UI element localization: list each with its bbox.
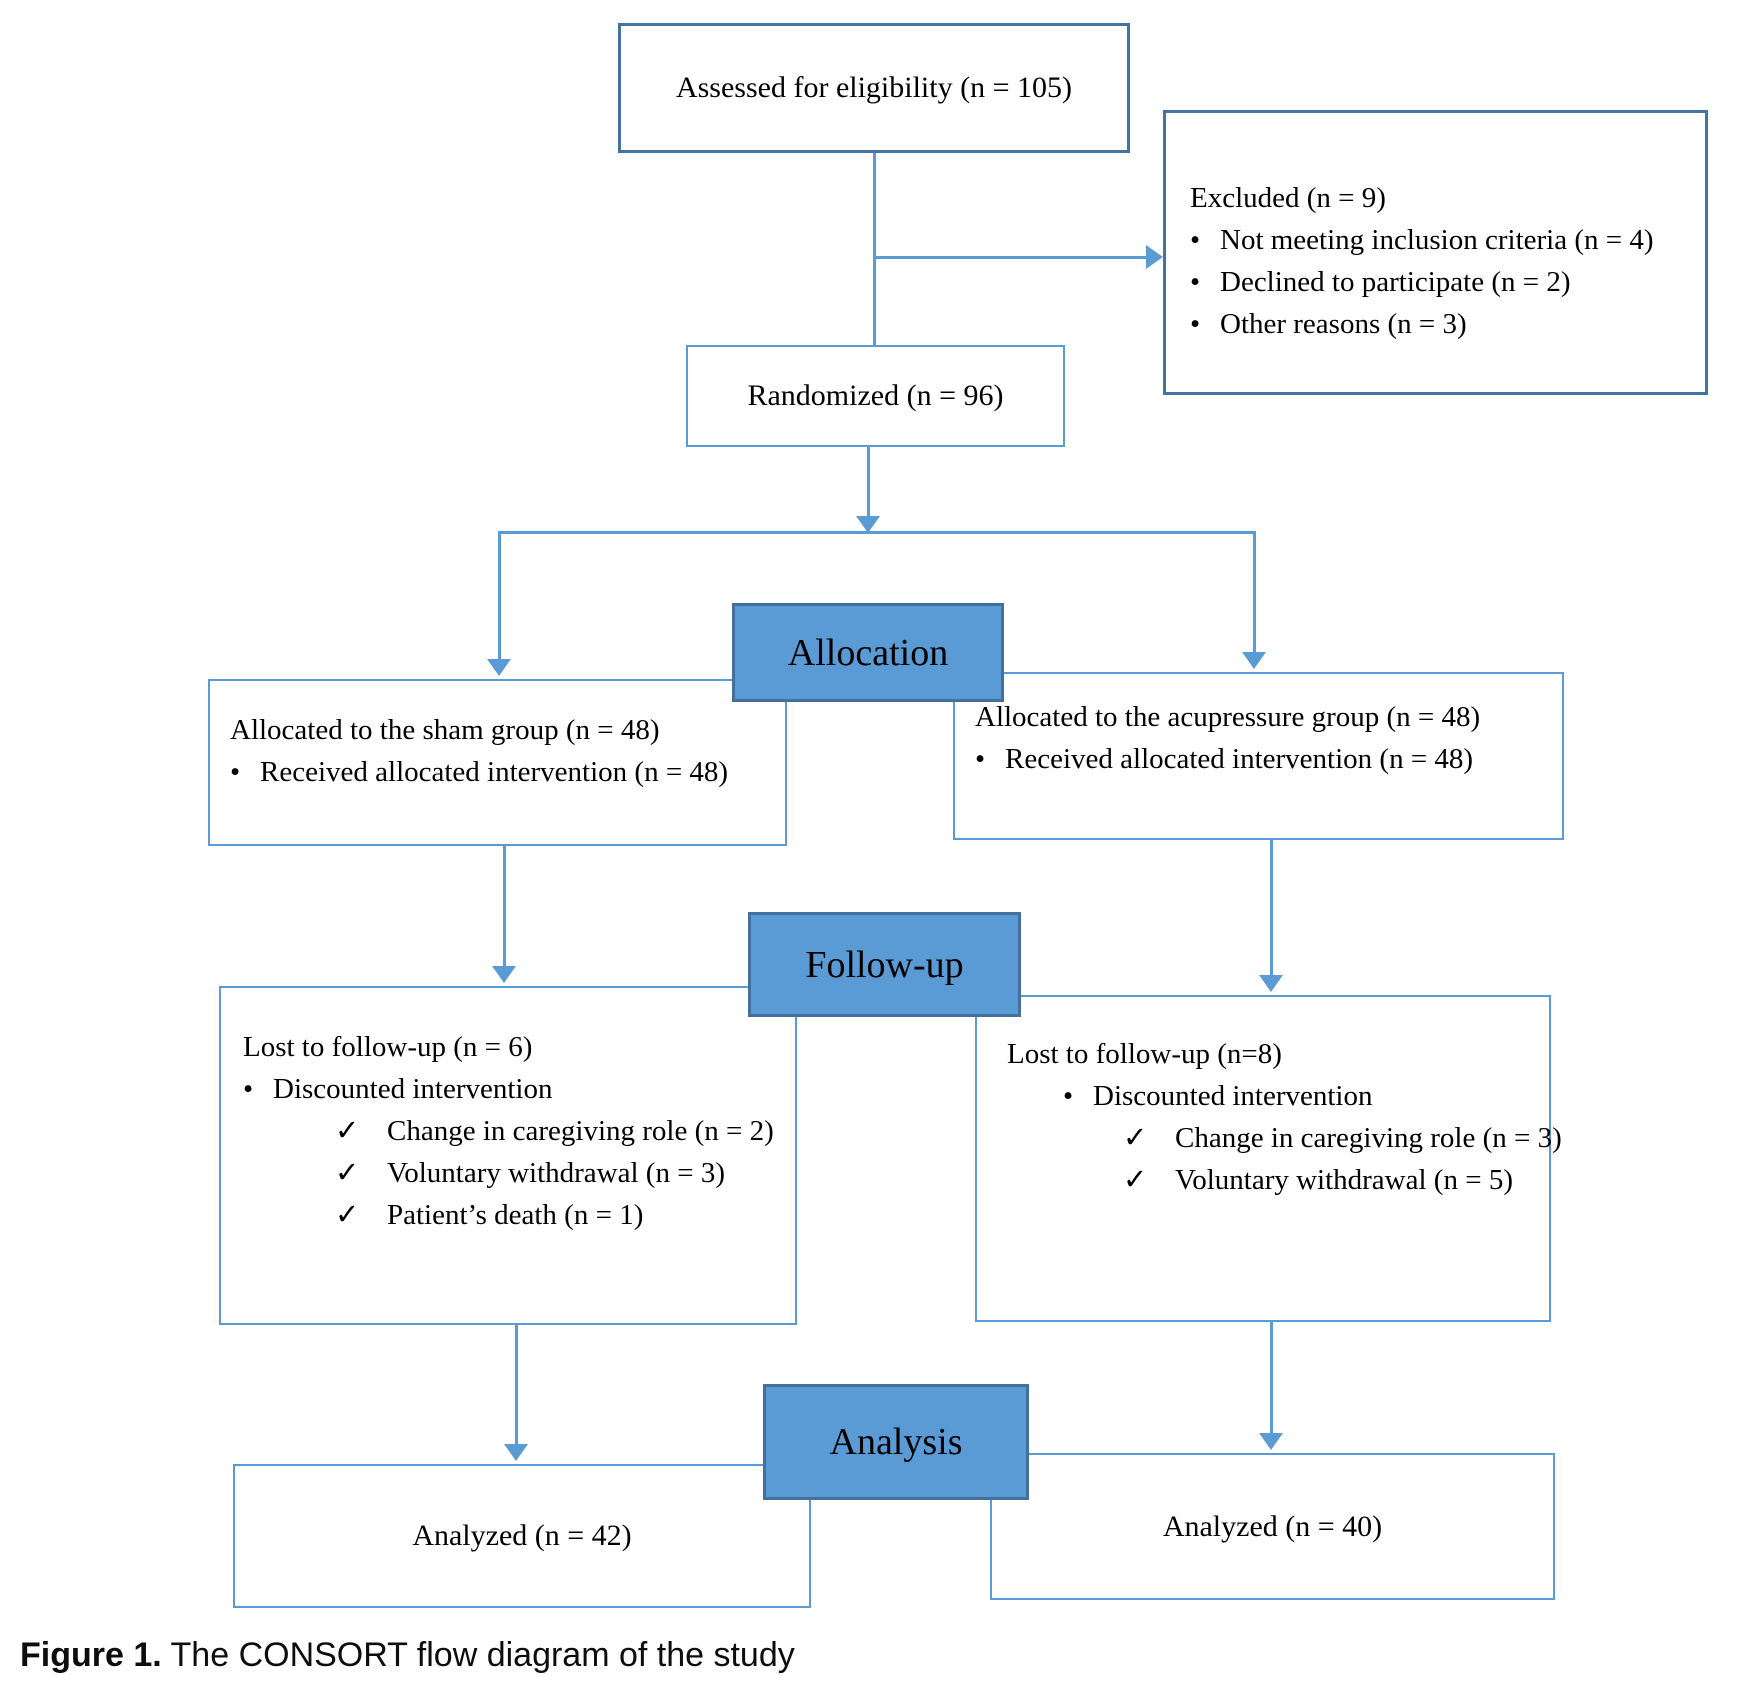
- figure-caption: Figure 1. The CONSORT flow diagram of th…: [20, 1636, 795, 1675]
- acupressure-lost-box: Lost to follow-up (n=8) •Discounted inte…: [975, 995, 1562, 1322]
- arrowhead-down-icon: [1259, 1433, 1283, 1450]
- bullet-icon: •: [975, 743, 986, 775]
- excluded-item: •Declined to participate (n = 2): [1190, 261, 1685, 303]
- connector-branch-right: [1253, 531, 1256, 652]
- lost-acupressure-title: Lost to follow-up (n=8): [1007, 1038, 1282, 1070]
- lost-sham-bullet: •Discounted intervention: [243, 1068, 787, 1110]
- lost-acupressure-check: ✓Voluntary withdrawal (n = 5): [1007, 1159, 1541, 1201]
- lost-sham-check: ✓Voluntary withdrawal (n = 3): [243, 1152, 787, 1194]
- analyzed-sham-text: Analyzed (n = 42): [412, 1519, 632, 1552]
- sham-allocated-box: Allocated to the sham group (n = 48) •Re…: [208, 679, 787, 846]
- bullet-icon: •: [243, 1073, 254, 1105]
- allocation-label: Allocation: [787, 631, 949, 674]
- bullet-icon: •: [1190, 224, 1201, 256]
- connector-sham-to-lost: [503, 846, 506, 966]
- figure-caption-text: The CONSORT flow diagram of the study: [161, 1636, 795, 1674]
- assessed-eligibility-box: Assessed for eligibility (n = 105): [618, 23, 1130, 153]
- check-icon: ✓: [335, 1157, 360, 1189]
- connector-randomized-down: [867, 447, 870, 517]
- connector-lost-to-analyzed-left: [515, 1325, 518, 1444]
- check-icon: ✓: [335, 1199, 360, 1231]
- connector-assessed-to-randomized: [873, 153, 876, 345]
- acupressure-title: Allocated to the acupressure group (n = …: [975, 701, 1481, 733]
- arrowhead-down-icon: [487, 659, 511, 676]
- bullet-icon: •: [1063, 1080, 1074, 1112]
- sham-title: Allocated to the sham group (n = 48): [230, 714, 660, 746]
- check-icon: ✓: [335, 1115, 360, 1147]
- excluded-item: •Other reasons (n = 3): [1190, 303, 1685, 345]
- lost-sham-title: Lost to follow-up (n = 6): [243, 1031, 533, 1063]
- acupressure-item: •Received allocated intervention (n = 48…: [975, 738, 1552, 780]
- connector-acupressure-to-lost: [1270, 840, 1273, 975]
- connector-to-excluded: [874, 256, 1148, 259]
- sham-lost-box: Lost to follow-up (n = 6) •Discounted in…: [219, 986, 797, 1325]
- check-icon: ✓: [1123, 1122, 1148, 1154]
- connector-split-horizontal: [500, 531, 1255, 534]
- randomized-box: Randomized (n = 96): [686, 345, 1065, 447]
- lost-sham-check: ✓Patient’s death (n = 1): [243, 1194, 787, 1236]
- connector-lost-to-analyzed-right: [1270, 1322, 1273, 1433]
- bullet-icon: •: [1190, 266, 1201, 298]
- arrowhead-right-icon: [1146, 245, 1163, 269]
- arrowhead-down-icon: [492, 966, 516, 983]
- sham-analyzed-box: Analyzed (n = 42): [233, 1464, 811, 1608]
- excluded-title: Excluded (n = 9): [1190, 182, 1386, 214]
- stage-allocation: Allocation: [732, 603, 1004, 702]
- stage-analysis: Analysis: [763, 1384, 1029, 1500]
- bullet-icon: •: [1190, 308, 1201, 340]
- arrowhead-down-icon: [1259, 975, 1283, 992]
- acupressure-allocated-box: Allocated to the acupressure group (n = …: [953, 672, 1564, 840]
- figure-caption-label: Figure 1.: [20, 1636, 162, 1674]
- excluded-box: Excluded (n = 9) •Not meeting inclusion …: [1163, 110, 1708, 395]
- arrowhead-down-icon: [504, 1444, 528, 1461]
- stage-followup: Follow-up: [748, 912, 1021, 1017]
- arrowhead-down-icon: [856, 516, 880, 533]
- sham-item: •Received allocated intervention (n = 48…: [230, 751, 775, 793]
- lost-acupressure-check: ✓Change in caregiving role (n = 3): [1007, 1117, 1562, 1159]
- acupressure-analyzed-box: Analyzed (n = 40): [990, 1453, 1555, 1600]
- excluded-item: •Not meeting inclusion criteria (n = 4): [1190, 219, 1685, 261]
- analysis-label: Analysis: [829, 1421, 963, 1463]
- followup-label: Follow-up: [805, 943, 964, 986]
- check-icon: ✓: [1123, 1164, 1148, 1196]
- connector-branch-left: [498, 531, 501, 659]
- analyzed-acupressure-text: Analyzed (n = 40): [1162, 1509, 1383, 1543]
- lost-sham-check: ✓Change in caregiving role (n = 2): [243, 1110, 787, 1152]
- arrowhead-down-icon: [1242, 652, 1266, 669]
- randomized-text: Randomized (n = 96): [747, 379, 1004, 412]
- assessed-text: Assessed for eligibility (n = 105): [675, 71, 1073, 104]
- bullet-icon: •: [230, 756, 241, 788]
- lost-acupressure-bullet: •Discounted intervention: [1007, 1075, 1541, 1117]
